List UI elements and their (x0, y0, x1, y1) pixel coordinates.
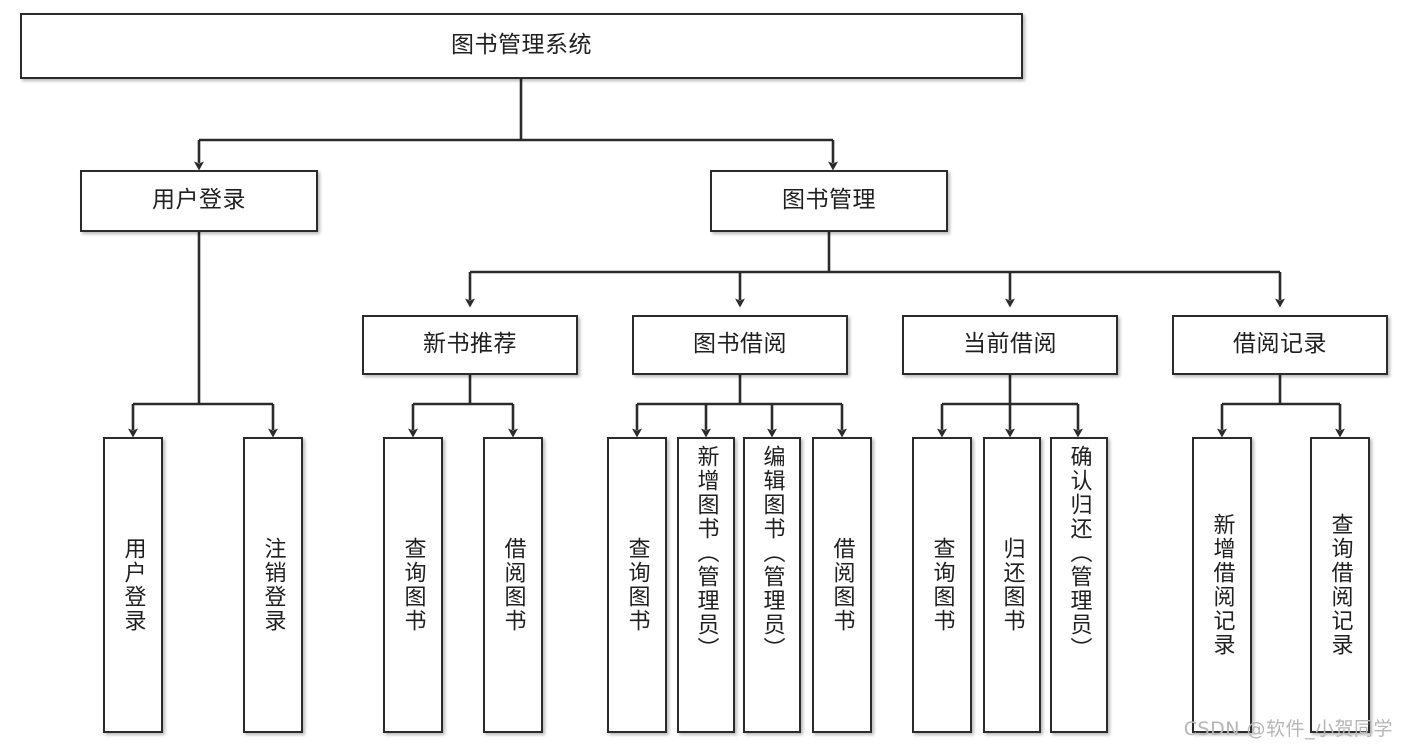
node-label: 查询图书 (929, 537, 955, 633)
node-label: 编辑图书（管理员） (759, 445, 785, 661)
node-label: 借阅图书 (829, 537, 855, 633)
leaf-user-login[interactable]: 用户登录 (103, 437, 163, 733)
node-label: 图书管理 (782, 187, 876, 214)
node-label: 查询图书 (624, 537, 650, 633)
csdn-watermark: CSDN @软件_小贺同学 (1184, 714, 1393, 741)
node-current-borrowing[interactable]: 当前借阅 (902, 315, 1118, 375)
leaf-cb-return-book[interactable]: 归还图书 (983, 437, 1041, 733)
node-label: 图书管理系统 (451, 32, 592, 59)
node-label: 借阅图书 (500, 537, 526, 633)
leaf-nb-query-book[interactable]: 查询图书 (383, 437, 443, 733)
node-label: 借阅记录 (1233, 331, 1327, 358)
node-label: 新增借阅记录 (1209, 513, 1235, 657)
leaf-logout[interactable]: 注销登录 (243, 437, 303, 733)
node-book-management[interactable]: 图书管理 (710, 170, 948, 232)
node-user-login[interactable]: 用户登录 (80, 170, 318, 232)
leaf-cb-confirm-return-admin[interactable]: 确认归还（管理员） (1050, 437, 1108, 733)
node-label: 当前借阅 (963, 331, 1057, 358)
leaf-br-query-record[interactable]: 查询借阅记录 (1310, 437, 1370, 733)
node-label: 用户登录 (152, 187, 246, 214)
leaf-bb-query-book[interactable]: 查询图书 (607, 437, 667, 733)
node-label: 新增图书（管理员） (693, 445, 719, 661)
node-label: 查询借阅记录 (1327, 513, 1353, 657)
node-label: 确认归还（管理员） (1066, 445, 1092, 661)
leaf-nb-borrow-book[interactable]: 借阅图书 (483, 437, 543, 733)
leaf-bb-edit-book-admin[interactable]: 编辑图书（管理员） (743, 437, 801, 733)
watermark-text: CSDN @软件_小贺同学 (1183, 718, 1393, 740)
node-label: 归还图书 (999, 537, 1025, 633)
leaf-br-add-record[interactable]: 新增借阅记录 (1192, 437, 1252, 733)
leaf-cb-query-book[interactable]: 查询图书 (912, 437, 972, 733)
node-borrowing-records[interactable]: 借阅记录 (1172, 315, 1388, 375)
node-book-borrowing[interactable]: 图书借阅 (632, 315, 848, 375)
node-label: 注销登录 (260, 537, 286, 633)
node-new-book-recommendation[interactable]: 新书推荐 (362, 315, 578, 375)
leaf-bb-add-book-admin[interactable]: 新增图书（管理员） (677, 437, 735, 733)
leaf-bb-borrow-book[interactable]: 借阅图书 (812, 437, 872, 733)
node-root-book-management-system[interactable]: 图书管理系统 (20, 13, 1023, 79)
node-label: 图书借阅 (693, 331, 787, 358)
node-label: 新书推荐 (423, 331, 517, 358)
node-label: 用户登录 (120, 537, 146, 633)
node-label: 查询图书 (400, 537, 426, 633)
